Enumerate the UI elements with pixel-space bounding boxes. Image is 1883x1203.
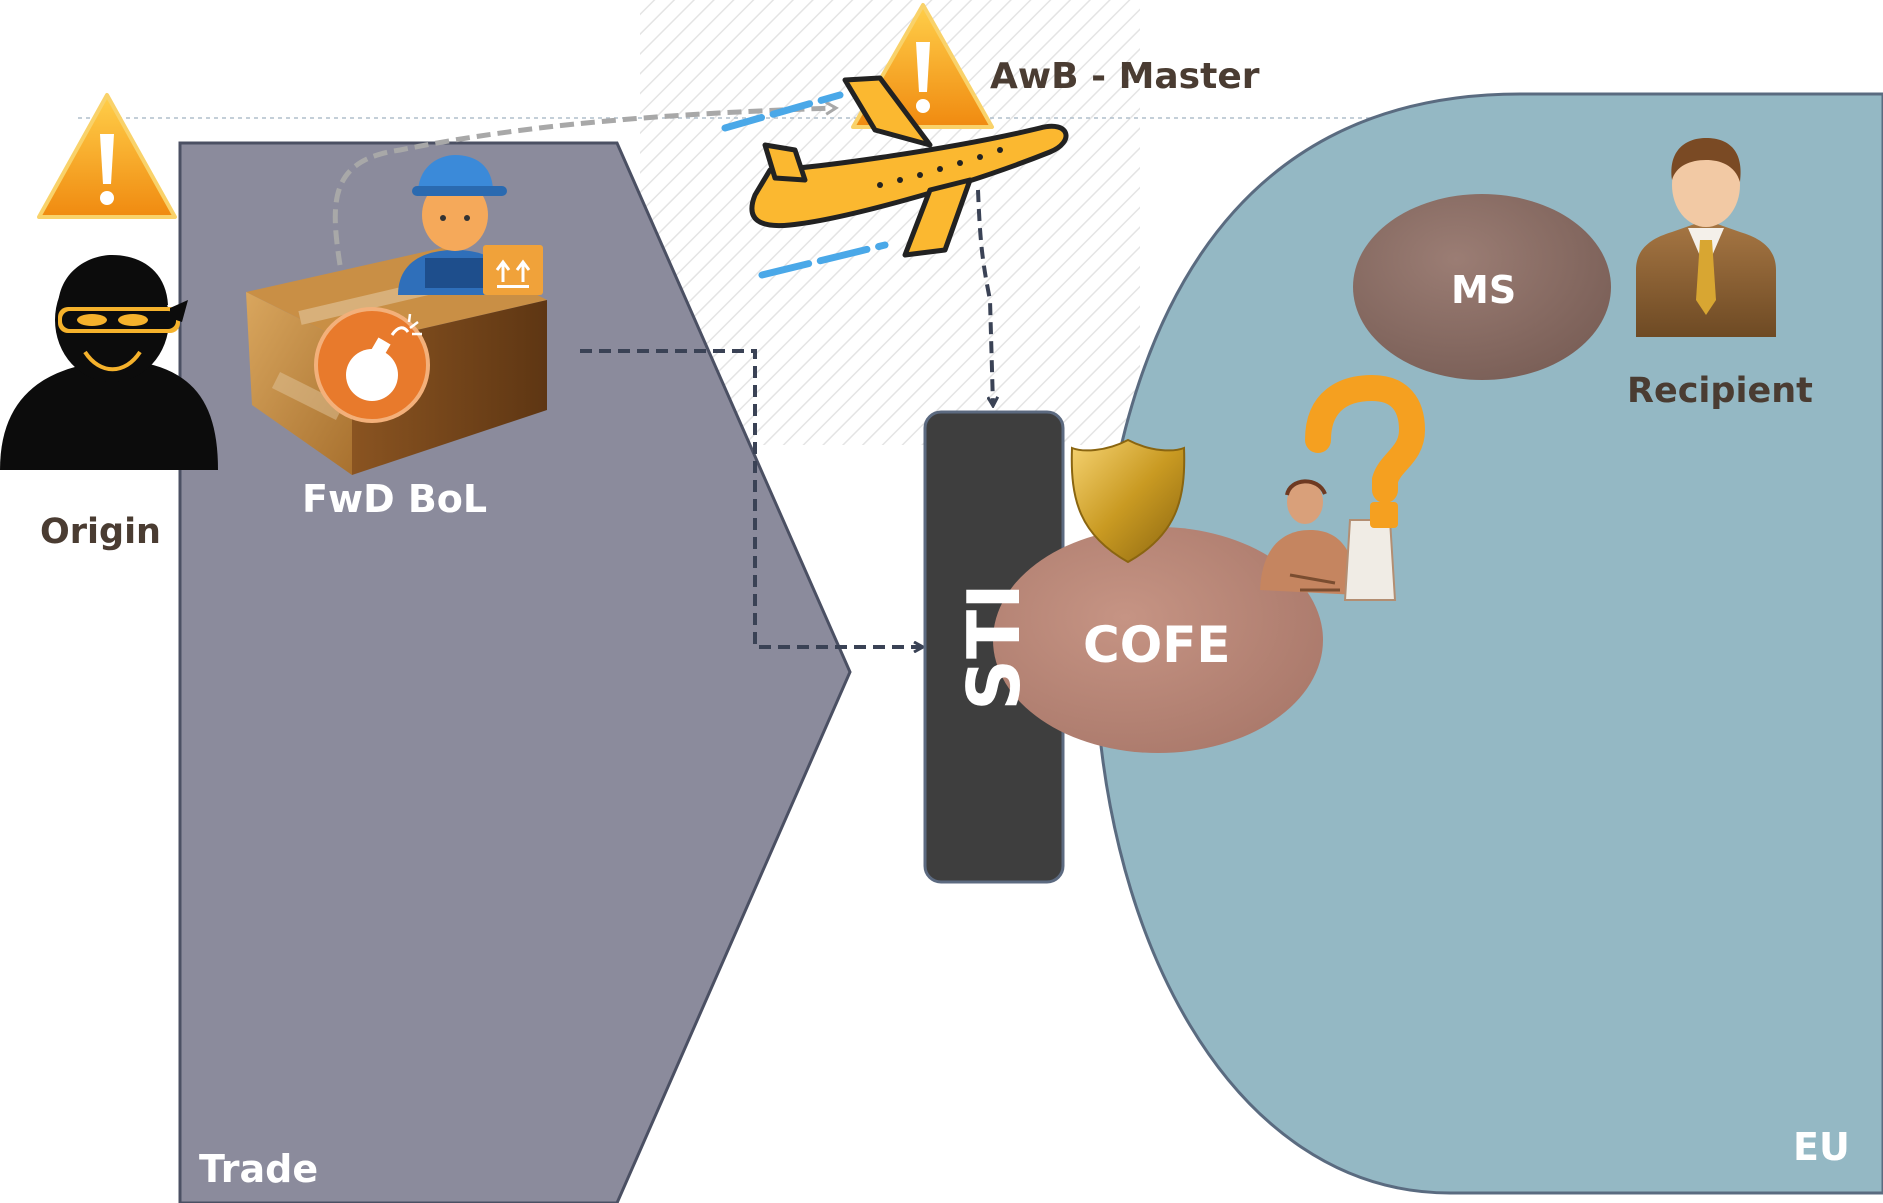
question-mark-icon [1305, 374, 1426, 528]
cofe-label: COFE [1083, 616, 1231, 674]
trade-label: Trade [199, 1147, 319, 1191]
businessman-icon [1636, 138, 1776, 337]
sti-label: STI [952, 583, 1036, 711]
fwd-bol-flow-arrow [580, 349, 922, 647]
bomb-icon [314, 307, 430, 423]
awb-master-label: AwB - Master [990, 56, 1260, 97]
recipient-label: Recipient [1627, 371, 1813, 411]
airplane-icon [721, 75, 1069, 279]
thief-icon [0, 255, 218, 470]
eu-label: EU [1793, 1125, 1850, 1169]
grey-dashed-arrow [332, 108, 835, 266]
badge-shield-icon [1070, 438, 1186, 564]
fwd-bol-label: FwD BoL [302, 477, 488, 521]
ms-ellipse [1353, 194, 1611, 380]
warning-icon [37, 93, 177, 219]
origin-label: Origin [40, 512, 161, 552]
cofe-ellipse [993, 527, 1323, 753]
officer-icon [1260, 479, 1397, 601]
ms-label: MS [1451, 268, 1517, 312]
awb-flow-arrow [976, 189, 993, 405]
delivery-worker-icon [398, 155, 543, 295]
